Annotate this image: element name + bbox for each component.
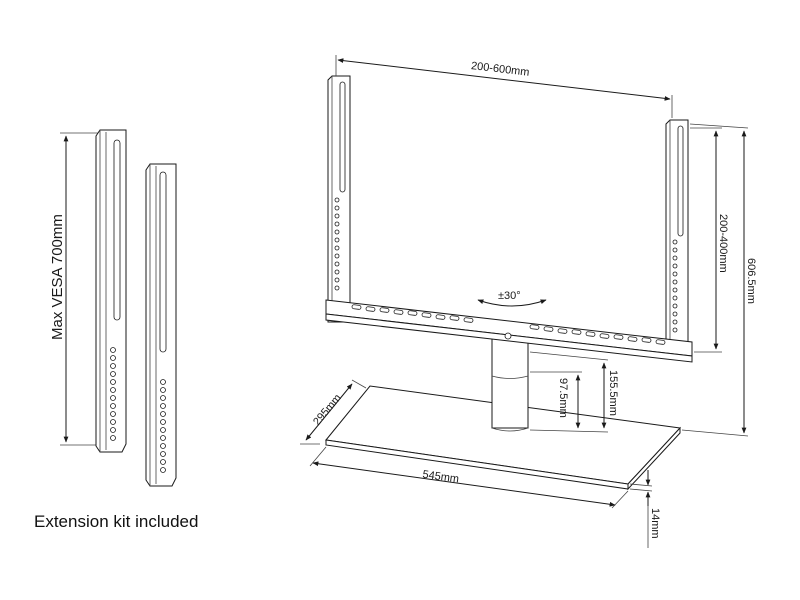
height-range-dimension: 200-400mm (690, 127, 729, 353)
base-thickness-label: 14mm (649, 508, 661, 539)
extension-kit: Max VESA 700mm (49, 129, 177, 487)
pivot-icon (504, 332, 512, 340)
rotation-label: ±30° (498, 290, 521, 302)
extension-arm-left (95, 129, 127, 453)
rotation-indicator: ±30° (477, 290, 547, 307)
width-dimension: 200-600mm (335, 55, 673, 118)
total-height-dimension: 606.5mm (681, 123, 757, 437)
column-high-label: 155.5mm (607, 370, 619, 416)
extension-arm-right-holes (160, 379, 166, 473)
upright-right-holes (672, 239, 678, 333)
extension-arm-right (145, 163, 177, 487)
extension-height-dimension: Max VESA 700mm (49, 132, 100, 446)
base-width-label: 545mm (422, 469, 460, 486)
width-range-label: 200-600mm (470, 60, 530, 79)
height-range-label: 200-400mm (717, 214, 729, 273)
bracket-slots (351, 304, 666, 345)
bracket-bar (325, 299, 693, 363)
base-width-dimension: 545mm (309, 446, 629, 509)
upright-left (327, 75, 351, 323)
upright-right (665, 119, 689, 361)
base-depth-label: 295mm (311, 392, 344, 428)
total-height-label: 606.5mm (745, 258, 757, 304)
tv-stand: ±30° 200-600mm 200-400mm 606.5mm (300, 55, 757, 548)
upright-left-holes (334, 197, 340, 291)
column-low-label: 97.5mm (557, 378, 569, 418)
column-height-dimension: 97.5mm 155.5mm (529, 351, 619, 433)
extension-arm-left-holes (110, 347, 116, 441)
column (491, 335, 529, 432)
extension-max-label: Max VESA 700mm (49, 214, 66, 340)
base-thickness-dimension: 14mm (629, 470, 661, 548)
extension-kit-caption: Extension kit included (34, 512, 199, 531)
